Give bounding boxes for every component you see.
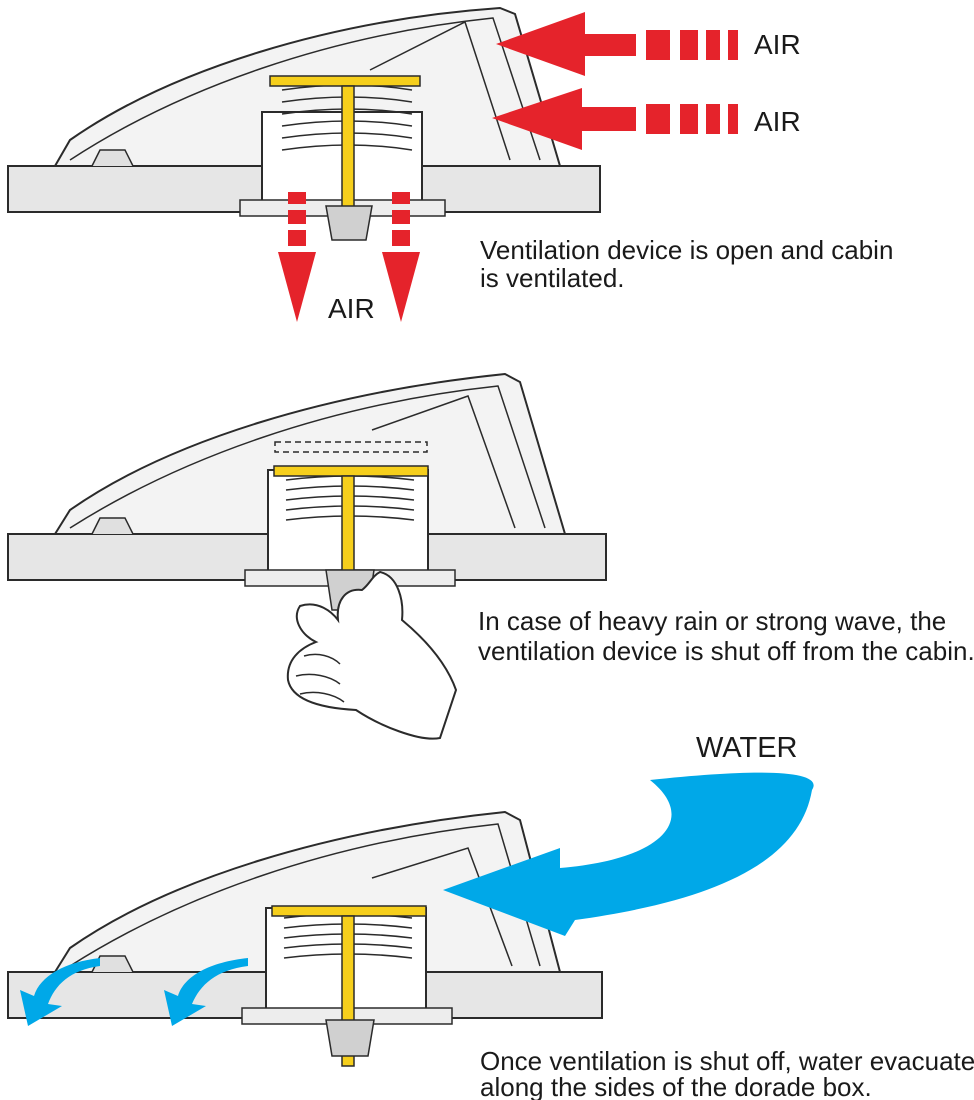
panel-open: AIR AIR AIR Ventilation device is open a…	[7, 6, 893, 324]
caption-closed-line2: ventilation device is shut off from the …	[478, 636, 974, 666]
cowl-inner	[69, 823, 541, 967]
water-label: WATER	[696, 732, 798, 764]
hand	[286, 570, 458, 740]
cowl-baffle	[369, 20, 511, 161]
vent-knob	[325, 1019, 375, 1057]
cowl-inner	[69, 385, 546, 529]
caption-open-line1: Ventilation device is open and cabin	[480, 235, 893, 265]
caption-water-line1: Once ventilation is shut off, water evac…	[480, 1046, 974, 1076]
hand-fingers	[295, 653, 345, 703]
cowl-shell	[53, 810, 562, 973]
caption-open-line2: is ventilated.	[480, 263, 625, 293]
air-arrow-down-right	[382, 192, 420, 322]
vent-knob	[325, 205, 373, 241]
vent-cap	[271, 905, 427, 917]
water-arrow-middle	[164, 958, 248, 1026]
air-arrow-down-left	[278, 192, 316, 322]
vent-cap	[269, 75, 421, 87]
air-label-top: AIR	[754, 29, 801, 60]
air-label-bottom: AIR	[328, 293, 375, 324]
air-arrow-in-bottom	[492, 88, 738, 150]
panel-closed: In case of heavy rain or strong wave, th…	[7, 372, 974, 740]
water-arrow-main	[443, 772, 814, 936]
cowl-baffle	[371, 395, 516, 529]
air-label-middle: AIR	[754, 106, 801, 137]
cowl-shell	[53, 372, 567, 535]
cowl-clip-left	[91, 149, 134, 167]
vent-cap	[273, 465, 429, 477]
cap-ghost	[274, 441, 428, 453]
air-arrow-in-top	[496, 12, 738, 76]
caption-water-line2: along the sides of the dorade box.	[480, 1072, 872, 1100]
cowl-clip-left	[91, 517, 134, 535]
caption-closed-line1: In case of heavy rain or strong wave, th…	[478, 606, 946, 636]
cowl-inner	[69, 17, 541, 161]
water-arrow-left	[20, 958, 100, 1026]
panel-water: WATER Once ventilation is shut off, wate…	[7, 732, 974, 1100]
cowl-baffle	[371, 847, 513, 967]
